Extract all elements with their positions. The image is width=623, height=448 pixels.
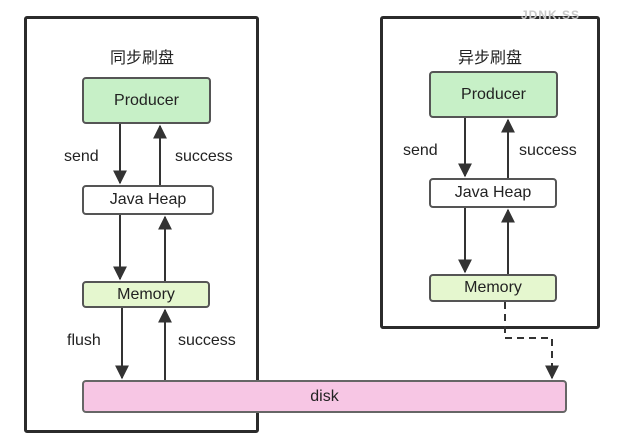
async-send-label: send [403,142,438,159]
disk-box: disk [82,380,567,413]
async-success-label: success [519,142,577,159]
watermark: JDNK.SS [521,8,581,22]
async-panel-title: 异步刷盘 [458,48,523,67]
sync-flush-label: flush [67,332,101,349]
sync-success-bottom-label: success [178,332,236,349]
sync-success-top-label: success [175,148,233,165]
sync-send-label: send [64,148,99,165]
async-java-heap-box: Java Heap [429,178,557,208]
sync-memory-box: Memory [82,281,210,308]
async-memory-box: Memory [429,274,557,302]
sync-java-heap-box: Java Heap [82,185,214,215]
async-producer-box: Producer [429,71,558,118]
sync-panel-title: 同步刷盘 [110,48,175,67]
sync-producer-box: Producer [82,77,211,124]
